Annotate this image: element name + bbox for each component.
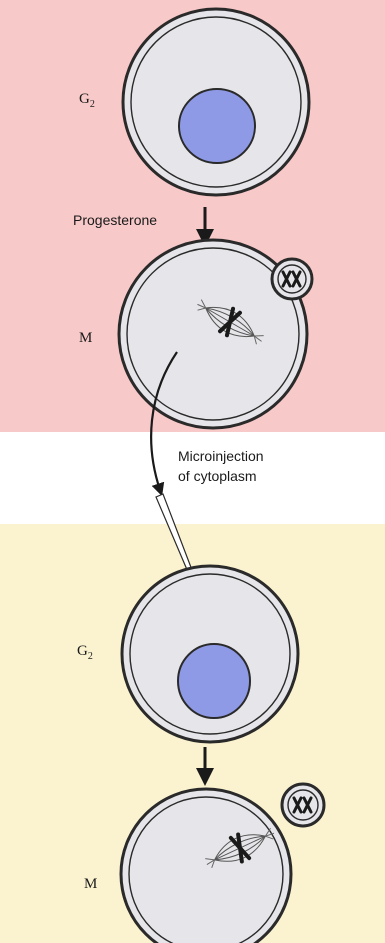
- g2-oocyte-top: [123, 9, 309, 195]
- microinjection-label-line1: Microinjection: [178, 448, 264, 464]
- polar-body-bottom: [282, 784, 324, 826]
- microinjection-label-line2: of cytoplasm: [178, 468, 257, 484]
- m-label-top: M: [79, 330, 92, 346]
- g2-oocyte-bottom: [122, 566, 298, 742]
- m-label-bottom: M: [84, 876, 97, 892]
- nucleus-bottom: [178, 644, 250, 718]
- polar-body-top: [272, 259, 312, 299]
- nucleus-top: [179, 89, 255, 163]
- m-oocyte-bottom: [121, 789, 291, 943]
- progesterone-label: Progesterone: [73, 212, 157, 228]
